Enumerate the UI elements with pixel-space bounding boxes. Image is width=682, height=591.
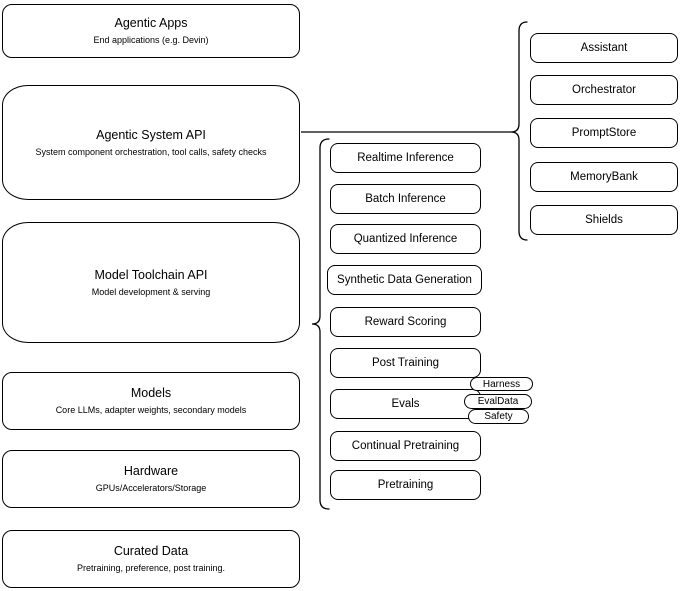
node-label: PromptStore <box>571 127 637 139</box>
node-label: Synthetic Data Generation <box>337 274 472 286</box>
node-label: Batch Inference <box>365 193 446 205</box>
tag-label: Safety <box>484 411 513 422</box>
node-pretraining: Pretraining <box>330 470 481 500</box>
node-label: Reward Scoring <box>364 316 447 328</box>
node-assistant: Assistant <box>530 33 678 63</box>
node-label: Evals <box>391 398 420 410</box>
tag-label: EvalData <box>477 396 519 407</box>
toolchain-group-brace <box>311 138 330 510</box>
node-label: Continual Pretraining <box>351 440 460 452</box>
node-title: Hardware <box>123 464 179 478</box>
node-title: Agentic Apps <box>114 16 188 30</box>
node-realtime-inference: Realtime Inference <box>330 143 481 173</box>
node-batch-inference: Batch Inference <box>330 184 481 214</box>
node-title: Curated Data <box>113 544 189 558</box>
node-agentic-apps: Agentic Apps End applications (e.g. Devi… <box>2 4 300 58</box>
node-label: Post Training <box>371 357 440 369</box>
node-models: Models Core LLMs, adapter weights, secon… <box>2 372 300 430</box>
node-label: MemoryBank <box>570 171 638 183</box>
node-curated-data: Curated Data Pretraining, preference, po… <box>2 530 300 588</box>
node-continual-pretraining: Continual Pretraining <box>330 431 481 461</box>
node-label: Realtime Inference <box>357 152 454 164</box>
node-quantized-inference: Quantized Inference <box>330 224 481 254</box>
tag-harness: Harness <box>470 377 533 391</box>
node-reward-scoring: Reward Scoring <box>330 307 481 337</box>
node-subtitle: Pretraining, preference, post training. <box>76 563 226 573</box>
system-group-brace <box>510 21 528 241</box>
node-synthetic-data-generation: Synthetic Data Generation <box>327 265 482 295</box>
node-label: Pretraining <box>377 479 434 491</box>
node-label: Orchestrator <box>572 84 636 96</box>
node-label: Quantized Inference <box>353 233 458 245</box>
node-title: Models <box>130 386 172 400</box>
node-label: Assistant <box>580 42 628 54</box>
node-memorybank: MemoryBank <box>530 162 678 192</box>
node-title: Agentic System API <box>96 127 206 142</box>
node-subtitle: End applications (e.g. Devin) <box>93 35 209 45</box>
node-subtitle: Core LLMs, adapter weights, secondary mo… <box>55 405 247 415</box>
node-subtitle: Model development & serving <box>91 286 211 297</box>
node-evals: Evals <box>330 389 481 419</box>
node-subtitle: System component orchestration, tool cal… <box>35 146 267 157</box>
node-title: Model Toolchain API <box>94 267 208 282</box>
node-label: Shields <box>585 214 623 226</box>
node-model-toolchain-api: Model Toolchain API Model development & … <box>2 222 300 343</box>
node-hardware: Hardware GPUs/Accelerators/Storage <box>2 450 300 508</box>
node-agentic-system-api: Agentic System API System component orch… <box>2 85 300 200</box>
node-shields: Shields <box>530 205 678 235</box>
tag-evaldata: EvalData <box>464 394 532 409</box>
tag-safety: Safety <box>468 409 529 424</box>
node-subtitle: GPUs/Accelerators/Storage <box>95 483 207 493</box>
tag-label: Harness <box>482 378 521 390</box>
node-post-training: Post Training <box>330 348 481 378</box>
node-orchestrator: Orchestrator <box>530 75 678 105</box>
node-promptstore: PromptStore <box>530 118 678 148</box>
